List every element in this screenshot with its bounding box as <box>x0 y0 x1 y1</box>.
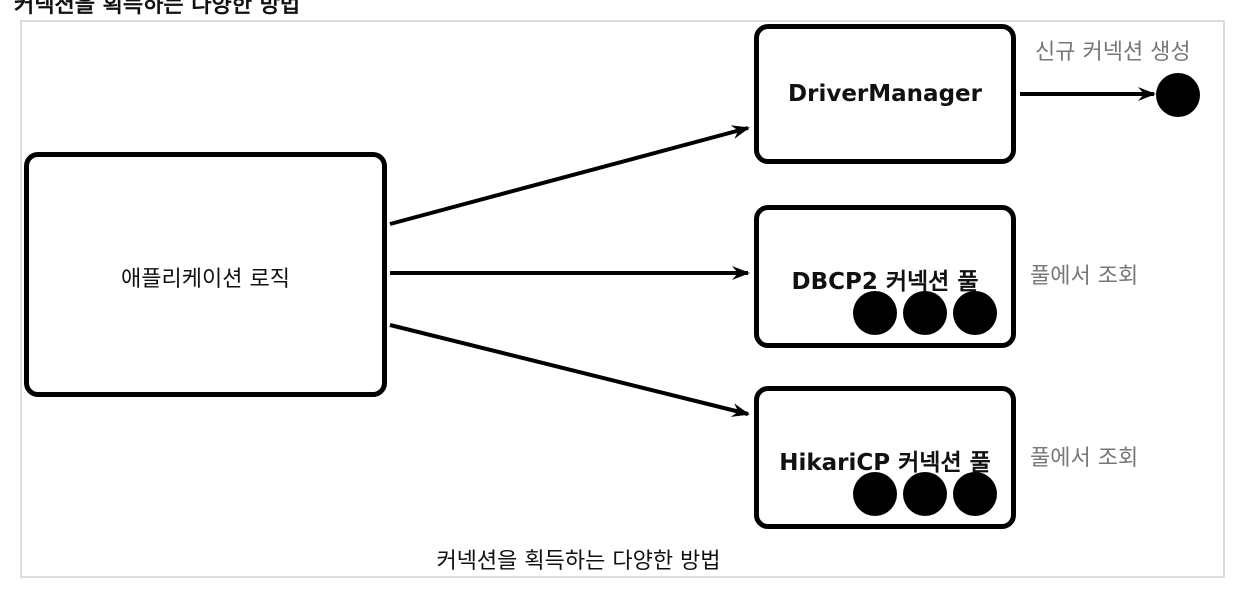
new-connection-dot <box>1156 73 1200 117</box>
dbcp-connection-dots <box>853 291 997 335</box>
diagram-caption-text: 커넥션을 획득하는 다양한 방법 <box>436 549 721 574</box>
arrow-to-driver-manager <box>389 125 750 226</box>
pool-connection-dot <box>853 472 897 516</box>
pool-connection-dot <box>903 472 947 516</box>
diagram-caption: 커넥션을 획득하는 다양한 방법 <box>0 543 1245 575</box>
hikari-connection-dots <box>853 472 997 516</box>
driver-manager-box: DriverManager <box>754 24 1016 164</box>
driver-manager-label: DriverManager <box>788 81 982 107</box>
application-logic-label: 애플리케이션 로직 <box>121 266 290 292</box>
pool-connection-dot <box>853 291 897 335</box>
top-title: 커넥션을 획득하는 다양한 방법 <box>14 0 301 18</box>
dbcp-pool-box: DBCP2 커넥션 풀 <box>754 205 1016 348</box>
pool-connection-dot <box>953 291 997 335</box>
pool-connection-dot <box>953 472 997 516</box>
arrow-to-hikari <box>389 323 750 417</box>
dbcp-side-label: 풀에서 조회 <box>1030 264 1139 289</box>
new-connection-label: 신규 커넥션 생성 <box>1035 40 1191 65</box>
application-logic-box: 애플리케이션 로직 <box>24 152 387 397</box>
hikari-pool-box: HikariCP 커넥션 풀 <box>754 386 1016 529</box>
pool-connection-dot <box>903 291 947 335</box>
hikari-side-label: 풀에서 조회 <box>1030 446 1139 471</box>
hikari-pool-label: HikariCP 커넥션 풀 <box>779 450 991 476</box>
dbcp-pool-label: DBCP2 커넥션 풀 <box>791 269 979 295</box>
diagram-frame <box>20 20 1225 578</box>
